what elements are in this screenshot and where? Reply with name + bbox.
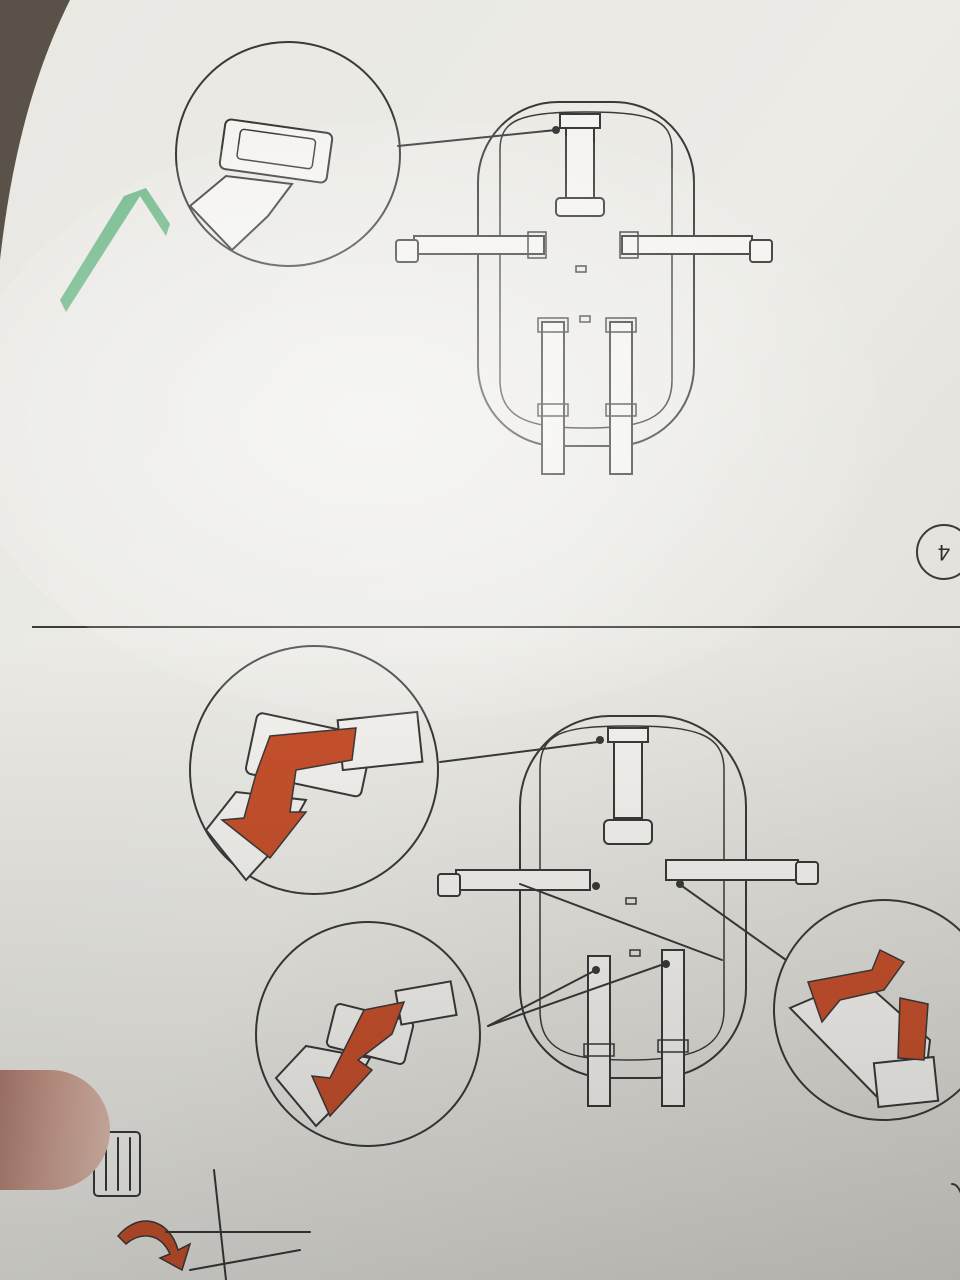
orange-arrow-icon: [897, 997, 929, 1061]
page-number-label: 4: [937, 540, 951, 565]
section-divider: [32, 626, 960, 628]
